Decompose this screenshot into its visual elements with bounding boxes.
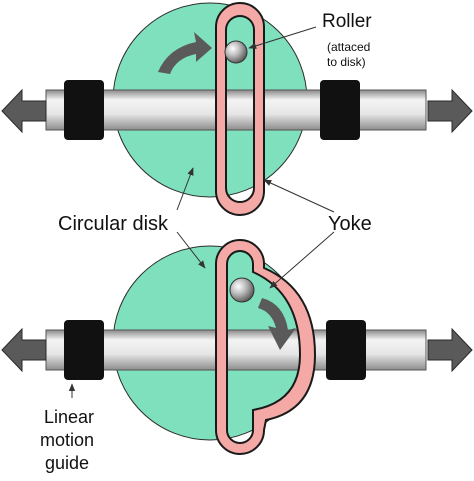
roller-note-line2: to disk) [327, 55, 366, 69]
top-yoke [215, 2, 265, 216]
guide-label-line3: guide [45, 453, 90, 473]
top-rail [45, 89, 427, 131]
top-left-guide-block [64, 80, 104, 140]
top-right-guide-block [320, 80, 360, 140]
yoke-label: Yoke [328, 213, 372, 235]
disk-leader-line-top [176, 167, 194, 211]
bottom-roller [229, 277, 255, 303]
bottom-mechanism [1, 239, 473, 455]
yoke-leader-line-bottom [269, 231, 335, 289]
roller-label: Roller [322, 11, 372, 32]
top-rotation-arrow-icon [158, 32, 212, 74]
circular-disk-label: Circular disk [58, 213, 169, 235]
bottom-yoke [215, 239, 317, 455]
bottom-left-arrow-icon [1, 327, 47, 373]
bottom-right-guide-block [326, 320, 366, 380]
roller-leader-line [248, 26, 317, 49]
guide-label-line2: motion [40, 430, 95, 450]
top-roller [224, 40, 248, 64]
leader-lines [68, 26, 335, 398]
roller-note-line1: (attaced [327, 40, 371, 54]
top-left-arrow-icon [1, 88, 47, 134]
guide-label-line1: Linear [44, 407, 95, 427]
bottom-right-arrow-icon [427, 327, 473, 373]
bottom-rotation-arrow-icon [258, 298, 296, 350]
disk-leader-line-bottom [176, 231, 206, 269]
yoke-leader-line-top [263, 179, 335, 213]
top-mechanism [1, 2, 473, 216]
top-right-arrow-icon [427, 88, 473, 134]
bottom-left-guide-block [64, 320, 104, 380]
